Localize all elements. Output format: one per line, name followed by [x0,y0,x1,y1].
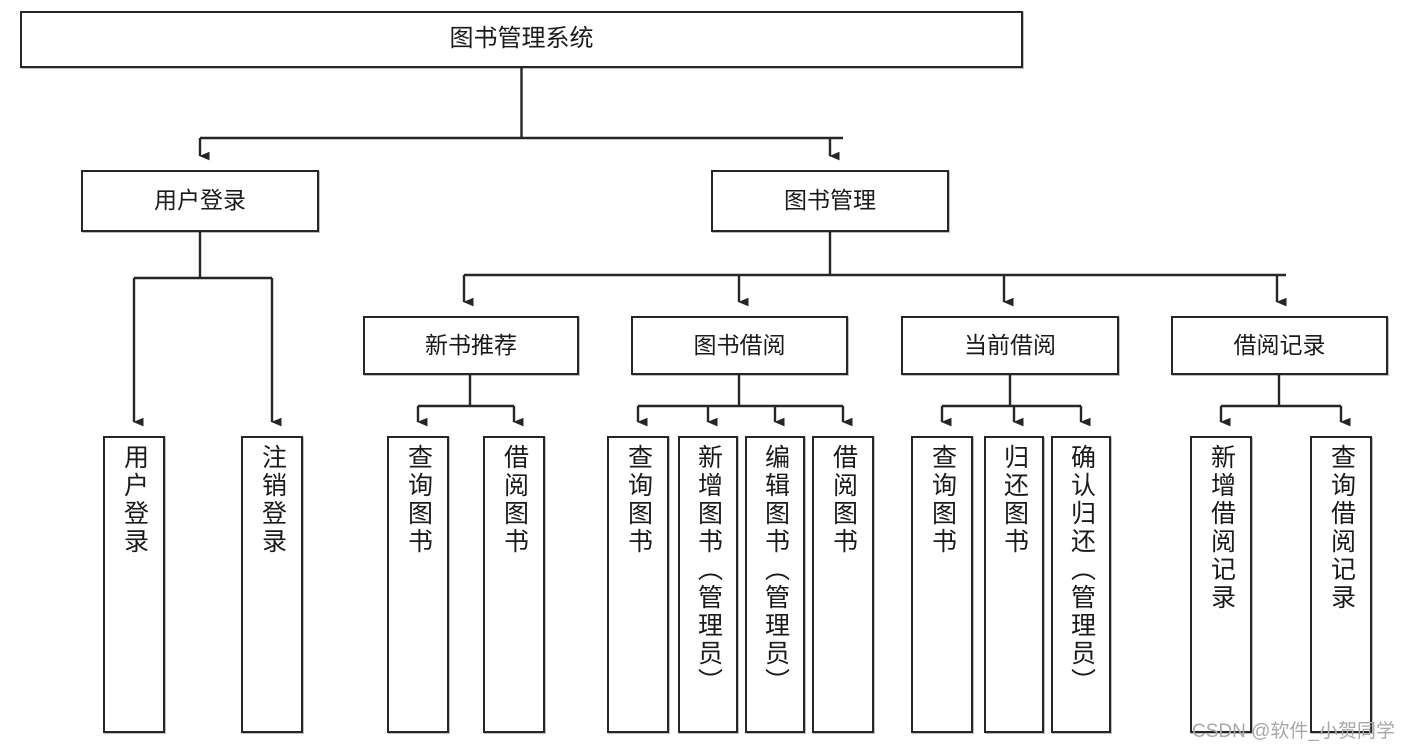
node-leaf-edit-book[interactable]: 编辑图书（管理员） [745,436,805,733]
node-leaf-confirm-return-label: 确认归还（管理员） [1067,444,1096,696]
node-leaf-borrow-book-1[interactable]: 借阅图书 [483,436,545,733]
node-leaf-add-borrow-record[interactable]: 新增借阅记录 [1190,436,1252,733]
node-leaf-confirm-return[interactable]: 确认归还（管理员） [1051,436,1111,733]
node-user-login[interactable]: 用户登录 [81,170,319,232]
node-leaf-query-book-1-label: 查询图书 [404,444,433,556]
node-book-borrow-label: 图书借阅 [693,331,786,358]
node-borrow-record[interactable]: 借阅记录 [1171,316,1388,375]
node-leaf-query-book-3-label: 查询图书 [928,444,957,556]
node-leaf-add-book-label: 新增图书（管理员） [694,444,723,696]
node-root-label: 图书管理系统 [449,25,594,53]
node-leaf-query-book-2[interactable]: 查询图书 [607,436,669,733]
node-leaf-query-book-1[interactable]: 查询图书 [387,436,449,733]
node-book-management[interactable]: 图书管理 [711,170,949,232]
node-leaf-borrow-book-2-label: 借阅图书 [829,444,858,556]
node-new-book-recommend[interactable]: 新书推荐 [363,316,579,375]
node-leaf-add-book[interactable]: 新增图书（管理员） [678,436,738,733]
node-current-borrow[interactable]: 当前借阅 [901,316,1119,375]
csdn-watermark: CSDN @软件_小贺同学 [1192,721,1395,742]
node-leaf-query-book-2-label: 查询图书 [624,444,653,556]
node-current-borrow-label: 当前借阅 [964,331,1056,358]
node-leaf-return-book[interactable]: 归还图书 [984,436,1044,733]
node-root[interactable]: 图书管理系统 [20,11,1023,68]
node-user-login-label: 用户登录 [154,187,246,214]
node-book-management-label: 图书管理 [784,187,876,214]
node-leaf-borrow-book-2[interactable]: 借阅图书 [812,436,874,733]
node-leaf-user-logout-label: 注销登录 [258,444,287,556]
node-book-borrow[interactable]: 图书借阅 [631,316,848,375]
node-leaf-add-borrow-record-label: 新增借阅记录 [1207,444,1236,612]
node-leaf-query-borrow-record-label: 查询借阅记录 [1327,444,1356,612]
node-leaf-query-book-3[interactable]: 查询图书 [911,436,973,733]
node-leaf-query-borrow-record[interactable]: 查询借阅记录 [1310,436,1372,733]
node-leaf-return-book-label: 归还图书 [1000,444,1029,556]
node-leaf-user-login[interactable]: 用户登录 [103,436,165,733]
node-leaf-user-login-label: 用户登录 [120,444,149,556]
node-leaf-edit-book-label: 编辑图书（管理员） [761,444,790,696]
node-leaf-borrow-book-1-label: 借阅图书 [500,444,529,556]
node-leaf-user-logout[interactable]: 注销登录 [241,436,303,733]
node-new-book-recommend-label: 新书推荐 [425,331,517,358]
node-borrow-record-label: 借阅记录 [1233,331,1326,358]
